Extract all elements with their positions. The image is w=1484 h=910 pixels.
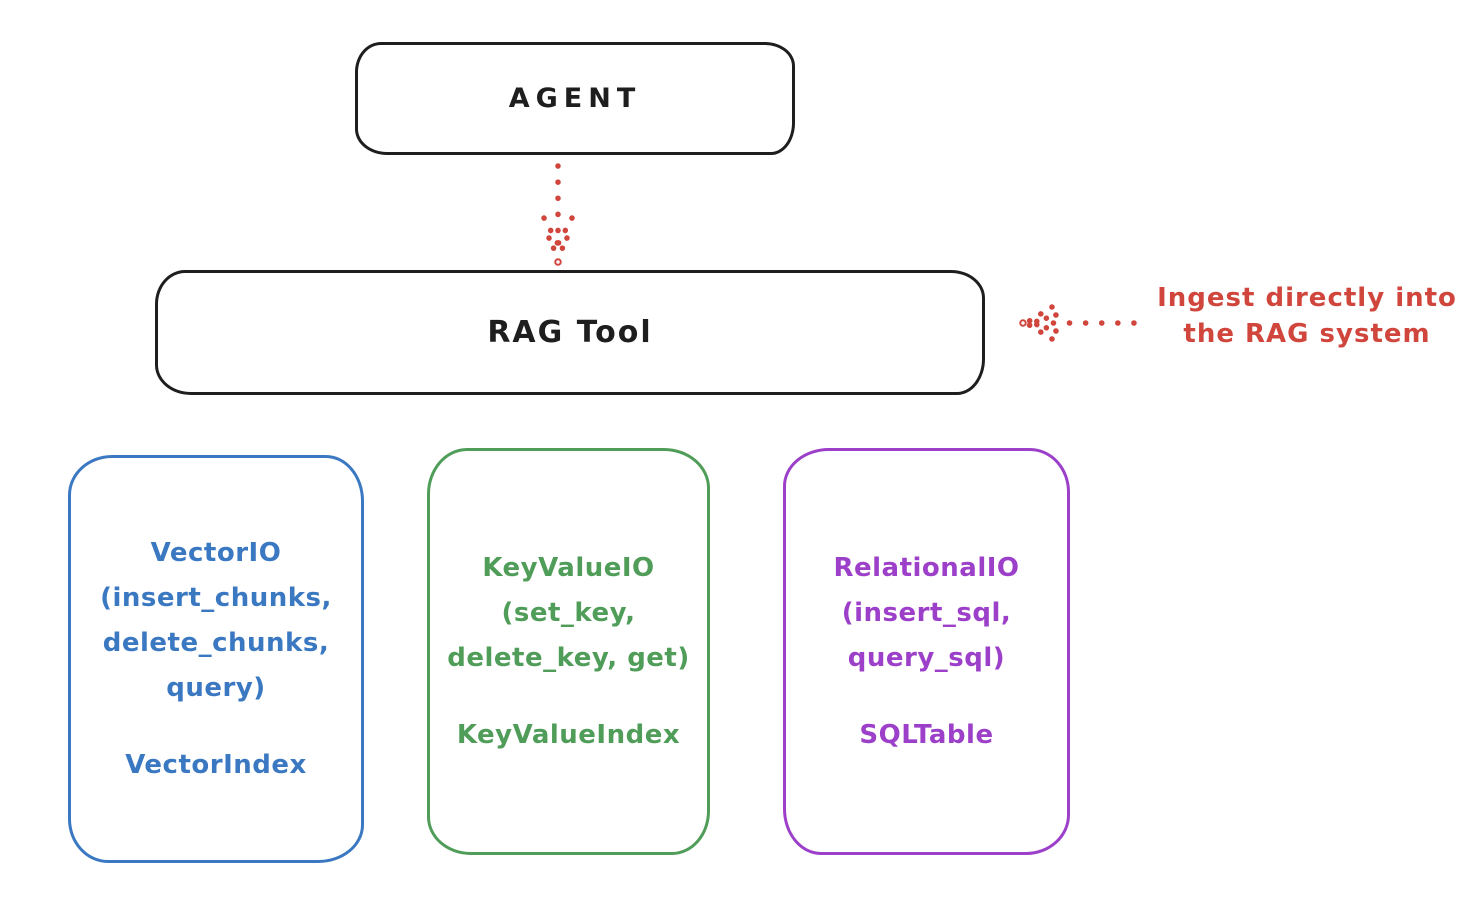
index-label: SQLTable <box>859 719 994 750</box>
keyvalue-io-node[interactable]: KeyValueIO (set_key, delete_key, get) Ke… <box>427 448 710 855</box>
ingest-arrow-icon <box>1019 304 1137 342</box>
relational-io-node[interactable]: RelationalIO (insert_sql, query_sql) SQL… <box>783 448 1070 855</box>
index-label: VectorIndex <box>125 749 307 780</box>
io-line: delete_chunks, <box>102 627 330 658</box>
io-line: RelationalIO <box>833 552 1020 583</box>
io-line: (insert_chunks, <box>100 582 332 613</box>
agent-label: AGENT <box>508 83 642 114</box>
agent-to-rag-arrow-icon <box>541 163 575 266</box>
ingest-annotation: Ingest directly into the RAG system <box>1133 280 1481 352</box>
io-line: query) <box>166 672 266 703</box>
io-line: delete_key, get) <box>447 642 690 673</box>
rag-tool-label: RAG Tool <box>487 315 653 350</box>
index-label: KeyValueIndex <box>456 719 681 750</box>
ingest-annotation-line1: Ingest directly into <box>1157 283 1457 313</box>
io-line: (insert_sql, <box>841 597 1012 628</box>
rag-tool-node[interactable]: RAG Tool <box>155 270 985 395</box>
io-line: (set_key, <box>501 597 636 628</box>
io-line: query_sql) <box>847 642 1006 673</box>
io-line: KeyValueIO <box>482 552 655 583</box>
io-line: VectorIO <box>150 537 282 568</box>
vector-io-node[interactable]: VectorIO (insert_chunks, delete_chunks, … <box>68 455 364 863</box>
ingest-annotation-line2: the RAG system <box>1183 319 1431 349</box>
agent-node[interactable]: AGENT <box>355 42 795 155</box>
